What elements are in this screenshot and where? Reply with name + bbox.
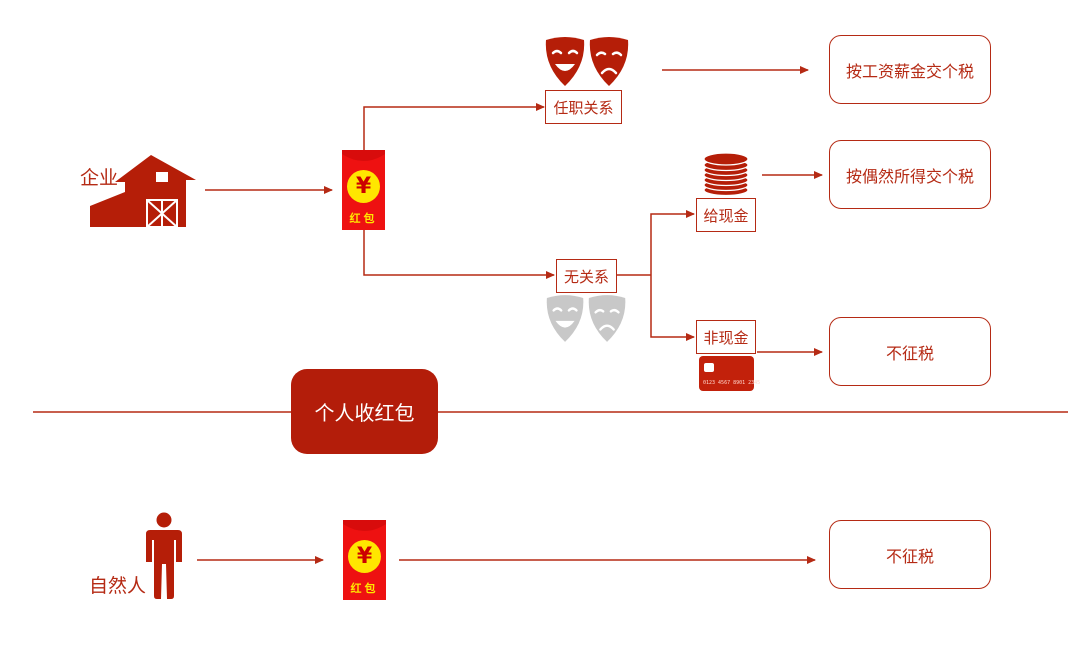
arrow-to-no-relation <box>363 230 555 279</box>
result-no-tax-individual: 不征税 <box>829 520 991 589</box>
red-envelope-icon: ¥ 红包 <box>343 520 386 600</box>
coin-stack-icon <box>703 152 749 196</box>
arrow-to-employment <box>363 103 545 150</box>
non-cash-label: 非现金 <box>696 320 756 354</box>
credit-card-icon: 0123 4567 8901 2345 <box>699 356 760 391</box>
card-number: 0123 4567 8901 2345 <box>703 380 761 386</box>
result-incidental-tax: 按偶然所得交个税 <box>829 140 991 209</box>
result-salary-tax: 按工资薪金交个税 <box>829 35 991 104</box>
envelope-flap <box>342 150 385 161</box>
cash-label: 给现金 <box>696 198 756 232</box>
red-envelope-icon: ¥ 红包 <box>342 150 385 230</box>
theater-masks-inactive-icon <box>546 295 626 342</box>
person-icon <box>146 512 182 599</box>
barn-icon <box>90 155 196 227</box>
card-chip <box>704 363 714 372</box>
theater-masks-icon <box>545 37 629 86</box>
employment-relation-label: 任职关系 <box>545 90 622 124</box>
enterprise-label: 企业 <box>80 167 119 189</box>
no-relation-label: 无关系 <box>556 259 617 293</box>
envelope-text: 红包 <box>350 582 379 595</box>
title-badge: 个人收红包 <box>291 369 438 454</box>
arrow-to-cash <box>650 210 695 275</box>
arrow-to-non-cash <box>650 275 695 341</box>
yuan-coin: ¥ <box>347 170 380 203</box>
envelope-flap <box>343 520 386 531</box>
result-no-tax-noncash: 不征税 <box>829 317 991 386</box>
yuan-coin: ¥ <box>348 540 381 573</box>
individual-label: 自然人 <box>89 575 147 597</box>
envelope-text: 红包 <box>349 212 378 225</box>
